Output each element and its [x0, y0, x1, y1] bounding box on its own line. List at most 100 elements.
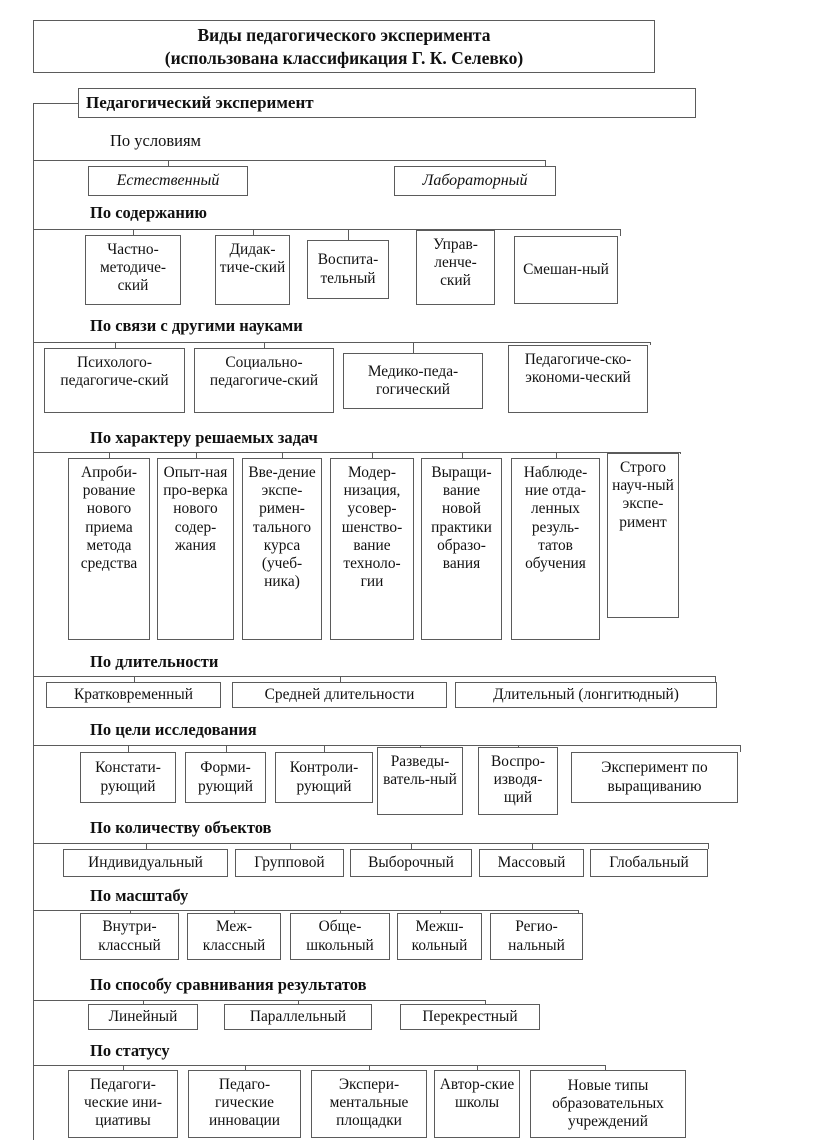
node-box: Обще-школьный	[290, 913, 390, 960]
node-box: Контроли-рующий	[275, 752, 373, 803]
node-label: Психолого-педагогиче-ский	[60, 354, 169, 390]
node-label: Выращи-вание новой практики образо-вания	[431, 464, 492, 572]
branch-line-2	[33, 229, 620, 230]
node-box: Меж-классный	[187, 913, 281, 960]
node-label: Воспита-тельный	[317, 251, 379, 287]
node-label: Социально-педагогиче-ский	[209, 354, 319, 390]
node-stub-10-2	[245, 1065, 246, 1070]
node-label: Экспери-ментальные площадки	[329, 1076, 409, 1130]
node-label: Естественный	[116, 171, 220, 189]
node-label: Перекрестный	[422, 1007, 518, 1025]
section-label-9: По способу сравнивания результатов	[86, 976, 371, 994]
node-label: Контроли-рующий	[289, 759, 359, 795]
node-label: Педагоги-ческие ини-циативы	[83, 1076, 162, 1130]
branch-endcap-5	[715, 676, 716, 682]
branch-endcap-1	[545, 160, 546, 166]
diagram-title-line2: (использована классификация Г. К. Селевк…	[164, 47, 524, 68]
diagram-title-box: Виды педагогического эксперимента (испол…	[33, 20, 655, 73]
node-box: Педагоги-ческие ини-циативы	[68, 1070, 178, 1138]
node-stub-3-1	[115, 342, 116, 348]
node-box: Регио-нальный	[490, 913, 583, 960]
node-box: Линейный	[88, 1004, 198, 1030]
node-label: Групповой	[254, 853, 325, 871]
node-stub-6-4	[420, 745, 421, 747]
node-label: Параллельный	[249, 1007, 347, 1025]
node-label: Кратковременный	[74, 685, 193, 703]
node-label: Строго науч-ный экспе-римент	[612, 459, 674, 531]
section-label-6: По цели исследования	[86, 721, 261, 739]
node-box: Кратковременный	[46, 682, 221, 708]
node-box: Форми-рующий	[185, 752, 266, 803]
branch-line-3	[33, 342, 650, 343]
node-box: Строго науч-ный экспе-римент	[607, 453, 679, 618]
node-box: Социально-педагогиче-ский	[194, 348, 334, 413]
node-label: Вве-дение экспе-римен-тального курса (уч…	[248, 464, 316, 591]
section-label-5: По длительности	[86, 653, 223, 671]
node-box: Опыт-ная про-верка нового содер-жания	[157, 458, 234, 640]
node-box: Средней длительности	[232, 682, 447, 708]
node-label: Меж-классный	[202, 918, 266, 954]
node-label: Выборочный	[368, 853, 454, 871]
node-stub-1-1	[168, 160, 169, 166]
node-stub-7-2	[290, 843, 291, 849]
node-stub-9-2	[298, 1000, 299, 1004]
node-label: Индивидуальный	[88, 853, 203, 871]
branch-endcap-8	[578, 910, 579, 913]
node-box: Длительный (лонгитюдный)	[455, 682, 717, 708]
node-stub-4-1	[109, 452, 110, 458]
node-box: Автор-ские школы	[434, 1070, 520, 1138]
node-label: Массовый	[497, 853, 566, 871]
section-label-1: По условиям	[106, 132, 205, 150]
node-stub-2-2	[253, 229, 254, 235]
node-stub-2-3	[348, 229, 349, 240]
node-box: Воспро-изводя-щий	[478, 747, 558, 815]
section-label-8: По масштабу	[86, 887, 193, 905]
node-box: Перекрестный	[400, 1004, 540, 1030]
node-box: Педаго-гические инновации	[188, 1070, 301, 1138]
node-stub-7-4	[532, 843, 533, 849]
section-label-7: По количеству объектов	[86, 819, 276, 837]
node-label: Управ-ленче-ский	[433, 236, 478, 290]
section-label-4: По характеру решаемых задач	[86, 429, 322, 447]
diagram-title-line1: Виды педагогического эксперимента	[197, 25, 491, 46]
node-stub-4-2	[196, 452, 197, 458]
root-connector-line	[33, 103, 78, 104]
node-box: Естественный	[88, 166, 248, 196]
node-label: Констати-рующий	[95, 759, 161, 795]
branch-endcap-9	[485, 1000, 486, 1004]
node-box: Параллельный	[224, 1004, 372, 1030]
branch-line-8	[33, 910, 578, 911]
node-box: Управ-ленче-ский	[416, 230, 495, 305]
node-label: Наблюде-ние отда-ленных резуль-татов обу…	[523, 464, 588, 572]
node-box: Индивидуальный	[63, 849, 228, 877]
node-box: Смешан-ный	[514, 236, 618, 304]
node-stub-4-4	[372, 452, 373, 458]
node-stub-2-1	[133, 229, 134, 235]
node-label: Глобальный	[609, 853, 689, 871]
node-label: Внутри-классный	[98, 918, 161, 954]
node-stub-5-2	[340, 676, 341, 682]
node-box: Экспери-ментальные площадки	[311, 1070, 427, 1138]
node-stub-8-1	[130, 910, 131, 913]
node-box: Психолого-педагогиче-ский	[44, 348, 185, 413]
node-label: Регио-нальный	[508, 918, 565, 954]
branch-endcap-3	[650, 342, 651, 345]
node-box: Констати-рующий	[80, 752, 176, 803]
node-box: Эксперимент по выращиванию	[571, 752, 738, 803]
node-stub-5-1	[134, 676, 135, 682]
node-box: Вве-дение экспе-римен-тального курса (уч…	[242, 458, 322, 640]
section-label-10: По статусу	[86, 1042, 174, 1060]
node-label: Разведы-ватель-ный	[383, 753, 457, 789]
node-stub-7-3	[411, 843, 412, 849]
node-box: Групповой	[235, 849, 344, 877]
node-box: Выращи-вание новой практики образо-вания	[421, 458, 502, 640]
node-label: Медико-педа-гогический	[367, 362, 459, 398]
node-stub-10-3	[369, 1065, 370, 1070]
node-label: Форми-рующий	[197, 759, 253, 795]
branch-line-9	[33, 1000, 485, 1001]
node-box: Воспита-тельный	[307, 240, 389, 299]
node-box: Новые типы образовательных учреждений	[530, 1070, 686, 1138]
node-label: Линейный	[108, 1007, 178, 1025]
node-stub-6-2	[226, 745, 227, 752]
node-label: Межш-кольный	[411, 918, 468, 954]
